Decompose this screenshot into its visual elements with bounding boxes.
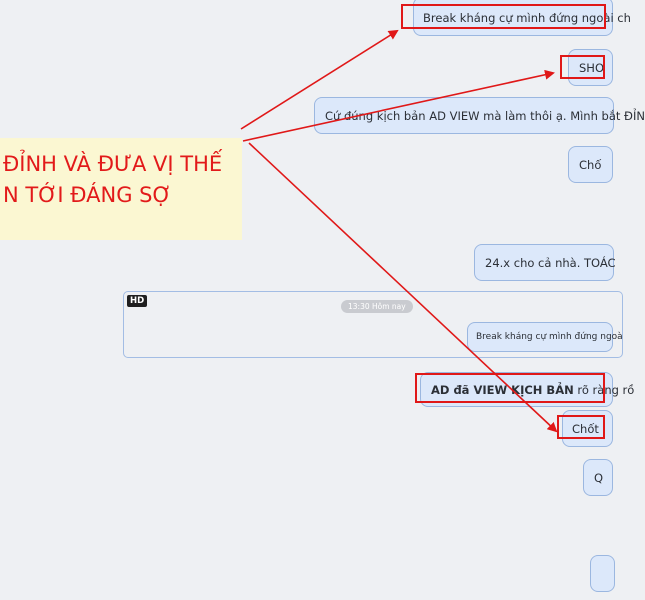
message-bubble-6[interactable]: AD đã VIEW KỊCH BẢN rõ ràng rồ xyxy=(420,372,634,407)
message-bubble-4[interactable]: Chố xyxy=(568,146,613,183)
message-bubble-partial[interactable] xyxy=(590,555,615,592)
message-bubble-8[interactable]: Q xyxy=(583,459,613,496)
message-text-rest: rõ ràng rồ xyxy=(573,382,635,397)
annotation-note: ĐỈNH VÀ ĐƯA VỊ THẾ N TỚI ĐÁNG SỢ xyxy=(0,138,242,240)
message-bubble-5[interactable]: 24.x cho cả nhà. TOÁC xyxy=(474,244,616,281)
message-bubble-1[interactable]: Break kháng cự mình đứng ngoài ch xyxy=(413,0,631,36)
message-bubble-7[interactable]: Chốt xyxy=(562,410,613,447)
message-text: Chố xyxy=(579,157,602,172)
message-text: SHO xyxy=(579,60,604,75)
message-bubble-3[interactable]: Cứ đúng kịch bản AD VIEW mà làm thôi ạ. … xyxy=(314,97,645,134)
quoted-text: Break kháng cự mình đứng ngoà xyxy=(476,332,623,342)
message-text: AD đã VIEW KỊCH BẢN rõ ràng rồ xyxy=(431,383,634,397)
note-line-2: N TỚI ĐÁNG SỢ xyxy=(3,183,172,207)
message-text: Break kháng cự mình đứng ngoài ch xyxy=(423,11,631,25)
message-text: Cứ đúng kịch bản AD VIEW mà làm thôi ạ. … xyxy=(325,108,645,123)
message-text: Chốt xyxy=(572,421,599,436)
timestamp-pill: 13:30 Hôm nay xyxy=(341,300,413,313)
message-bubble-2[interactable]: SHO xyxy=(568,49,613,86)
quoted-message-bubble[interactable]: Break kháng cự mình đứng ngoà xyxy=(467,322,623,352)
message-text: Q xyxy=(594,470,604,485)
note-line-1: ĐỈNH VÀ ĐƯA VỊ THẾ xyxy=(3,152,223,176)
hd-badge: HD xyxy=(127,295,148,307)
message-text-bold: AD đã VIEW KỊCH BẢN xyxy=(431,382,574,397)
message-text: 24.x cho cả nhà. TOÁC xyxy=(485,255,616,270)
